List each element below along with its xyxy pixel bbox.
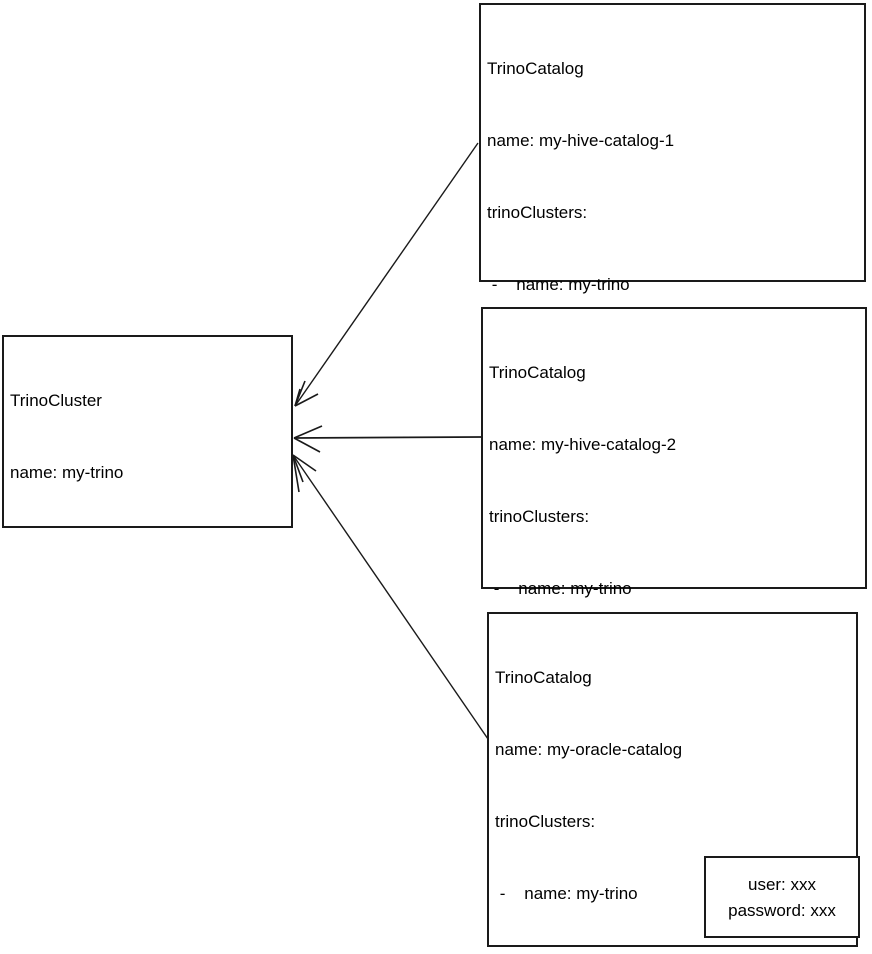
trinocluster-box[interactable]: TrinoCluster name: my-trino — [2, 335, 293, 528]
catalog-1-line-2: trinoClusters: — [487, 203, 588, 222]
catalog-2-line-3: - name: my-trino — [489, 579, 632, 598]
catalog-2-line-0: TrinoCatalog — [489, 363, 586, 382]
trinocatalog-3-text: TrinoCatalog name: my-oracle-catalog tri… — [495, 618, 852, 954]
edge-catalog-3-to-cluster — [292, 454, 489, 740]
credentials-secret-text: user: xxx password: xxx — [706, 872, 858, 924]
credentials-secret-box[interactable]: user: xxx password: xxx — [704, 856, 860, 938]
trinocatalog-box-my-hive-catalog-1[interactable]: TrinoCatalog name: my-hive-catalog-1 tri… — [479, 3, 866, 654]
catalog-1-line-0: TrinoCatalog — [487, 59, 584, 78]
catalog-1-line-1: name: my-hive-catalog-1 — [487, 131, 675, 150]
catalog-3-line-1: name: my-oracle-catalog — [495, 740, 683, 759]
catalog-3-line-2: trinoClusters: — [495, 812, 596, 831]
catalog-1-line-3: - name: my-trino — [487, 275, 630, 294]
edge-catalog-1-to-cluster — [294, 142, 479, 407]
catalog-2-line-1: name: my-hive-catalog-2 — [489, 435, 677, 454]
trinocatalog-box-my-hive-catalog-2[interactable]: TrinoCatalog name: my-hive-catalog-2 tri… — [481, 307, 867, 886]
credentials-line-password: password: xxx — [728, 901, 836, 920]
edge-catalog-2-to-cluster — [293, 425, 482, 453]
catalog-3-line-3: - name: my-trino — [495, 884, 638, 903]
catalog-3-line-0: TrinoCatalog — [495, 668, 592, 687]
catalog-2-line-2: trinoClusters: — [489, 507, 590, 526]
trinocatalog-box-my-oracle-catalog[interactable]: TrinoCatalog name: my-oracle-catalog tri… — [487, 612, 860, 947]
trinocluster-text: TrinoCluster name: my-trino — [10, 341, 287, 533]
trinocluster-line-1: name: my-trino — [10, 463, 124, 482]
credentials-line-user: user: xxx — [747, 875, 817, 894]
trinocluster-line-0: TrinoCluster — [10, 391, 102, 410]
